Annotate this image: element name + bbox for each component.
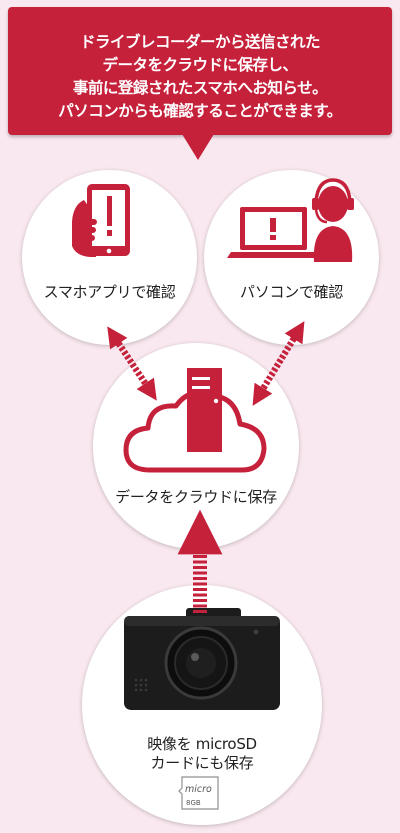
- microsd-card-icon: micro 8GB: [178, 776, 219, 810]
- dashcam-icon: [124, 608, 280, 710]
- arrow-smartphone-cloud: [107, 326, 157, 401]
- pc-operator-icon: [227, 178, 354, 262]
- description-banner: ドライブレコーダーから送信された データをクラウドに保存し、 事前に登録されたス…: [8, 7, 392, 135]
- camera-label-line1: 映像を microSD: [147, 735, 257, 753]
- banner-line-3: 事前に登録されたスマホへお知らせ。: [72, 79, 328, 97]
- smartphone-label: スマホアプリで確認: [43, 283, 176, 301]
- arrow-pc-cloud: [252, 321, 305, 406]
- microsd-size: 8GB: [186, 799, 201, 807]
- banner-line-4: パソコンからも確認することができます。: [58, 102, 342, 120]
- microsd-brand: micro: [185, 784, 212, 795]
- banner-pointer: [182, 134, 214, 160]
- cloud-server-icon: [123, 368, 267, 473]
- banner-line-1: ドライブレコーダーから送信された: [79, 33, 321, 51]
- pc-label: パソコンで確認: [240, 283, 343, 301]
- banner-text: ドライブレコーダーから送信された データをクラウドに保存し、 事前に登録されたス…: [18, 31, 382, 123]
- smartphone-alert-icon: [72, 184, 130, 257]
- camera-label-line2: カードにも保存: [150, 754, 254, 772]
- cloud-label: データをクラウドに保存: [115, 488, 277, 506]
- banner-line-2: データをクラウドに保存し、: [102, 56, 298, 74]
